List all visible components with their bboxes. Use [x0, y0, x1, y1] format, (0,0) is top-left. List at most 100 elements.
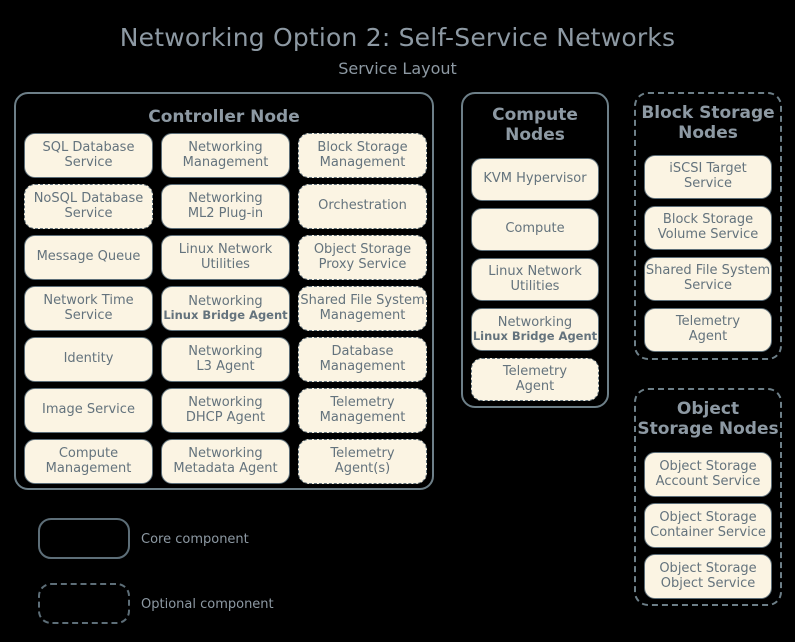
service-label-line1: Telemetry: [502, 363, 568, 379]
service-label-line1: Block Storage: [662, 212, 754, 228]
service-label-line2: DHCP Agent: [185, 409, 266, 425]
service-label-line2: Utilities: [510, 278, 560, 294]
service-label-line1: Networking: [188, 394, 263, 410]
service-label-line2: Container Service: [650, 524, 766, 540]
service-box: KVM Hypervisor: [471, 158, 599, 201]
service-box: Message Queue: [24, 235, 153, 280]
service-label-line1: Telemetry: [330, 394, 395, 410]
service-label-line2: Linux Bridge Agent: [472, 329, 598, 344]
service-label-line1: Shared File System: [645, 263, 771, 279]
service-label-line2: Agent(s): [334, 460, 391, 476]
node-compute-title-line2: Nodes: [505, 125, 565, 146]
service-label-line1: Orchestration: [318, 198, 407, 214]
legend-optional-label: Optional component: [141, 597, 274, 612]
service-label-line2: Service: [683, 176, 733, 191]
service-label-line1: Networking: [188, 445, 263, 461]
service-box: Identity: [24, 337, 153, 382]
node-block-storage-title-line2: Nodes: [678, 123, 738, 144]
service-label-line1: Network Time: [43, 292, 134, 308]
service-label-line1: Networking: [188, 343, 263, 359]
service-label-line1: Database: [331, 343, 394, 359]
service-label-line1: Object Storage: [659, 560, 757, 576]
service-label-line1: iSCSI Target: [669, 161, 747, 177]
service-label-line1: Block Storage: [317, 139, 408, 155]
service-label-line1: Compute: [58, 445, 119, 461]
service-label-line2: Linux Bridge Agent: [163, 308, 288, 323]
service-label-line1: Networking: [188, 139, 263, 155]
page-title: Networking Option 2: Self-Service Networ…: [119, 23, 676, 52]
service-label-line2: Management: [319, 307, 406, 323]
node-object-storage-title-line2: Storage Nodes: [637, 419, 779, 440]
service-label-line2: Management: [319, 358, 406, 374]
node-block-storage-title-line1: Block Storage: [641, 103, 775, 123]
node-controller-title: Controller Node: [148, 107, 300, 127]
legend-core-swatch: [38, 518, 130, 559]
service-label-line1: Identity: [63, 351, 114, 367]
service-label-line2: ML2 Plug-in: [187, 205, 264, 221]
service-label-line1: Object Storage: [659, 458, 757, 474]
service-label-line2: Management: [182, 154, 269, 170]
service-label-line1: Networking: [188, 190, 263, 206]
service-label-line1: Compute: [505, 221, 565, 237]
service-label-line1: Message Queue: [36, 249, 141, 265]
service-label-line2: Proxy Service: [318, 256, 407, 272]
service-label-line2: Object Service: [660, 575, 756, 591]
service-label-line2: L3 Agent: [196, 358, 255, 374]
service-label-line2: Agent: [515, 378, 555, 394]
service-label-line2: Management: [319, 154, 406, 170]
service-label-line2: Service: [64, 307, 113, 323]
service-label-line1: Shared File System: [300, 292, 425, 308]
service-label-line1: SQL Database: [42, 139, 135, 155]
page-subtitle: Service Layout: [338, 59, 457, 78]
service-label-line1: Object Storage: [313, 241, 412, 257]
service-label-line1: KVM Hypervisor: [483, 171, 587, 187]
service-box: Image Service: [24, 388, 153, 433]
node-object-storage-title-line1: Object: [676, 399, 740, 419]
service-label-line2: Agent: [688, 329, 728, 344]
service-label-line1: Networking: [497, 314, 573, 330]
service-label-line1: Networking: [188, 293, 263, 309]
service-label-line2: Management: [319, 409, 406, 425]
service-label-line1: Linux Network: [488, 263, 582, 279]
service-label-line2: Metadata Agent: [173, 460, 278, 476]
service-label-line1: Telemetry: [675, 314, 741, 330]
service-label-line2: Service: [683, 278, 733, 293]
service-box: Compute: [471, 208, 599, 251]
service-label-line1: NoSQL Database: [33, 190, 144, 206]
service-label-line2: Account Service: [655, 473, 761, 489]
service-label-line2: Volume Service: [657, 227, 759, 242]
service-label-line2: Management: [45, 460, 132, 476]
service-label-line2: Service: [64, 205, 113, 221]
node-compute-title-line1: Compute: [492, 105, 578, 125]
service-label-line2: Utilities: [201, 256, 250, 272]
service-label-line1: Image Service: [42, 402, 135, 418]
legend-core-label: Core component: [141, 532, 249, 547]
service-label-line1: Telemetry: [330, 445, 395, 461]
